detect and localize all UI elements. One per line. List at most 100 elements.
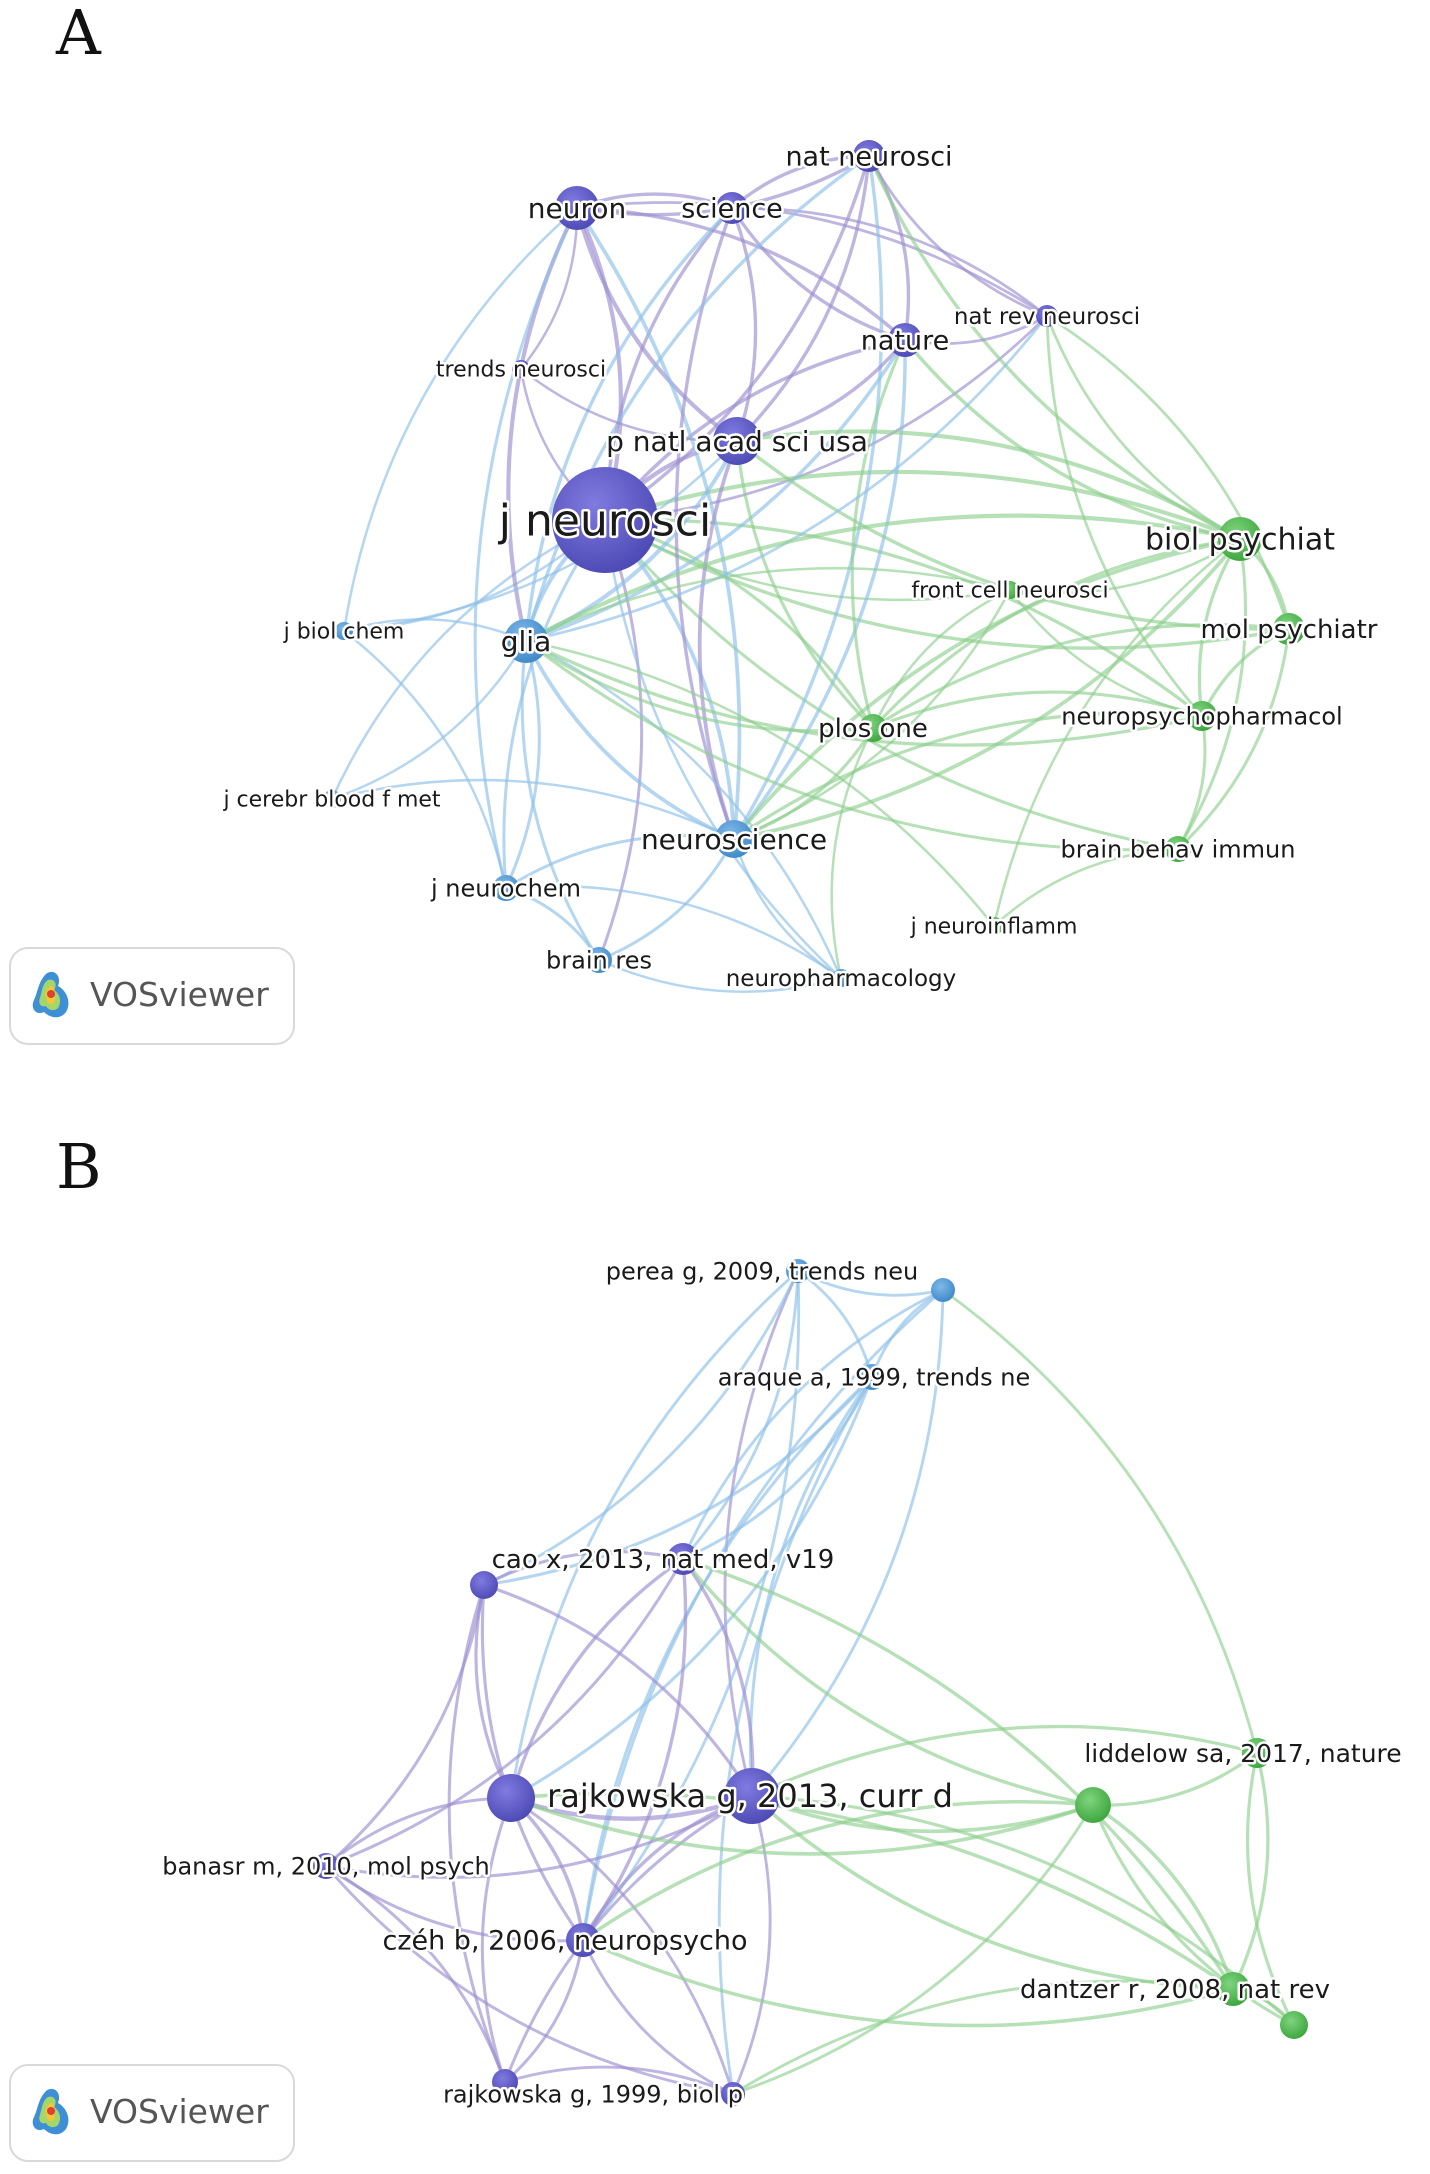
network-link (524, 206, 734, 642)
network-link (732, 339, 907, 841)
network-link (1045, 315, 1204, 717)
network-link (503, 1794, 753, 2083)
network-node-brainbehav (1165, 836, 1191, 862)
network-link (480, 1797, 513, 2083)
network-node-b_green_br (1280, 2011, 1308, 2039)
edges-group-b (324, 1269, 1296, 2096)
network-link (871, 537, 1241, 730)
panel-letter-a: A (55, 0, 102, 69)
node-label-rajkowska2013: rajkowska g, 2013, curr d (547, 1777, 953, 1815)
network-link (604, 315, 1048, 522)
network-link (674, 207, 736, 840)
node-label-jcerebr: j cerebr blood f met (222, 788, 440, 813)
network-link (525, 639, 995, 927)
network-link (504, 1939, 585, 2084)
edges-group-a (330, 154, 1291, 993)
network-link (942, 1288, 1259, 1754)
network-link (510, 1791, 1234, 1991)
network-link (872, 690, 1203, 730)
network-node-science (716, 192, 748, 224)
network-link (483, 1270, 800, 1587)
network-link (325, 1584, 486, 1868)
node-label-pnas: p natl acad sci usa (606, 425, 868, 458)
node-label-biolpsychiat: biol psychiat (1145, 523, 1335, 558)
network-link (736, 429, 1242, 541)
vosviewer-badge-a: VOSviewer (9, 947, 295, 1045)
network-link (732, 1979, 1234, 2096)
network-link (575, 206, 742, 840)
network-link (1092, 1751, 1258, 1807)
network-node-trendsneurosci (512, 360, 530, 378)
network-link (504, 640, 541, 889)
network-link (1092, 1803, 1235, 1990)
network-link (733, 537, 1242, 841)
network-link (903, 338, 1241, 541)
network-link (576, 201, 1048, 318)
network-link (525, 566, 1011, 643)
node-label-neuropharmacology: neuropharmacology (726, 966, 957, 992)
network-link (483, 1375, 874, 1587)
network-link (510, 1796, 735, 2095)
vosviewer-logo-text: VOSviewer (90, 2092, 269, 2131)
network-link (581, 1270, 801, 1941)
network-link (325, 1864, 507, 2083)
network-link (732, 155, 884, 840)
network-link (681, 1558, 755, 1797)
network-link (733, 711, 1203, 841)
network-node-neuron (555, 186, 599, 230)
network-link (581, 1794, 753, 1941)
network-link (904, 314, 1048, 345)
node-label-jneurosci: j neurosci (498, 495, 711, 546)
network-link (581, 1375, 874, 1941)
network-link (604, 517, 1204, 718)
node-label-jneuroinflamm: j neuroinflamm (910, 915, 1078, 940)
network-link (732, 537, 1241, 841)
node-label-plosone: plos one (818, 714, 928, 744)
network-node-czeh (566, 1923, 600, 1957)
network-link (343, 440, 738, 633)
network-node-araque (859, 1364, 885, 1390)
network-node-neuropharmacology (832, 969, 850, 987)
network-link (867, 155, 911, 341)
network-node-natrevneurosci (1036, 305, 1058, 327)
network-link (520, 368, 738, 443)
node-label-molpsychiatr: mol psychiatr (1201, 615, 1378, 645)
network-link (830, 727, 875, 979)
network-node-neuropsychopharmacol (1187, 701, 1217, 731)
network-link (735, 155, 871, 443)
node-label-neuron: neuron (528, 192, 627, 225)
network-node-b_left_upper (470, 1571, 498, 1599)
network-node-pnas (713, 417, 761, 465)
network-link (1231, 1752, 1270, 1990)
network-link (342, 207, 578, 632)
network-link (730, 154, 870, 210)
network-link (525, 639, 1179, 852)
network-link (331, 778, 735, 841)
network-link (510, 1376, 874, 1800)
node-label-natrevneurosci: nat rev neurosci (954, 304, 1140, 330)
network-link (1176, 715, 1207, 850)
network-node-jcerebr (323, 790, 341, 808)
network-link (581, 1939, 734, 2096)
network-link (735, 440, 875, 730)
network-link (581, 1558, 688, 1941)
network-link (598, 838, 736, 962)
network-link (604, 155, 871, 522)
node-label-jneurochem: j neurochem (430, 874, 581, 902)
network-link (510, 1796, 1094, 1856)
node-label-glia: glia (501, 625, 552, 658)
network-link (682, 1557, 1235, 1990)
network-link (325, 1558, 685, 1868)
network-link (525, 639, 874, 733)
network-link (509, 1557, 684, 1799)
network-link (447, 1584, 507, 2083)
node-label-natneurosci: nat neurosci (785, 141, 952, 172)
network-link (717, 1376, 874, 2095)
network-link (732, 838, 842, 980)
network-link (505, 886, 601, 961)
network-link (732, 1804, 1095, 2096)
network-link (850, 339, 907, 729)
network-link (750, 1794, 1234, 1991)
